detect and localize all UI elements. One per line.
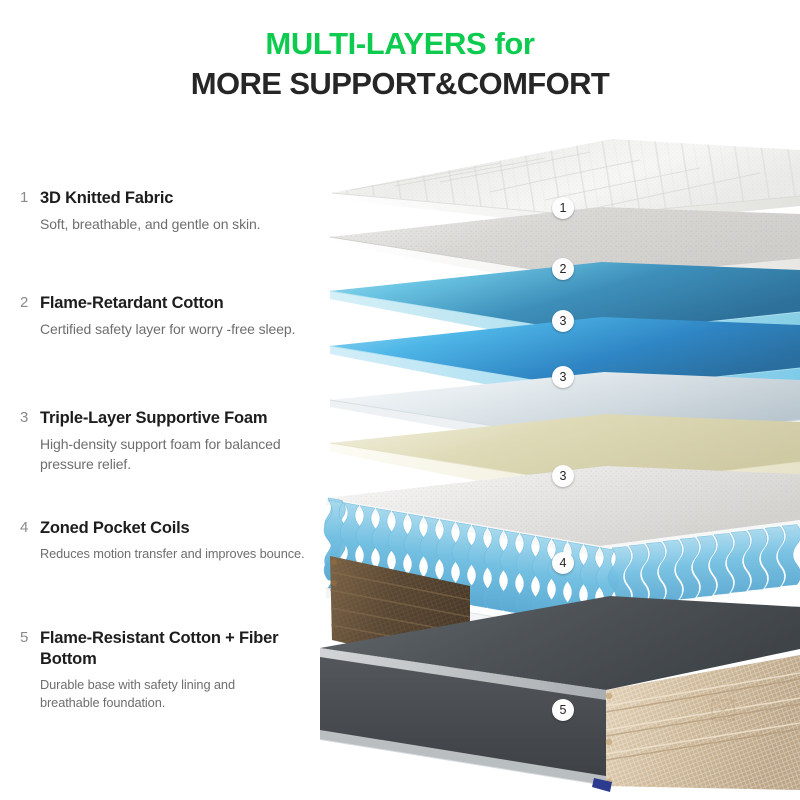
layer-badge-3-upper[interactable]: 3 [552, 310, 574, 332]
fiber-panel-tan [605, 655, 800, 790]
list-item-number: 1 [20, 189, 29, 206]
list-item-number: 4 [20, 519, 29, 536]
page-title: MULTI-LAYERS for MORE SUPPORT&COMFORT [0, 24, 800, 104]
layer-3d-knitted-fabric [331, 139, 800, 227]
list-item-number: 3 [20, 409, 29, 426]
layer-badge-5[interactable]: 5 [552, 699, 574, 721]
list-item-description: Durable base with safety lining and brea… [40, 677, 235, 710]
list-item-title: Flame-Resistant Cotton + Fiber Bottom [40, 629, 279, 668]
list-item-4: 4 Zoned Pocket Coils Reduces motion tran… [0, 518, 330, 563]
list-item-title: Zoned Pocket Coils [40, 519, 190, 537]
list-item-description: Reduces motion transfer and improves bou… [40, 546, 305, 561]
list-item-1: 1 3D Knitted Fabric Soft, breathable, an… [0, 188, 330, 235]
list-item-number: 5 [20, 629, 29, 646]
layer-badge-4[interactable]: 4 [552, 552, 574, 574]
list-item-description: Soft, breathable, and gentle on skin. [40, 216, 261, 232]
list-item-number: 2 [20, 294, 29, 311]
list-item-5: 5 Flame-Resistant Cotton + Fiber Bottom … [0, 628, 280, 712]
title-line-main: MORE SUPPORT&COMFORT [190, 66, 610, 101]
title-line-accent: MULTI-LAYERS for [265, 26, 535, 61]
list-item-3: 3 Triple-Layer Supportive Foam High-dens… [0, 408, 330, 474]
list-item-title: 3D Knitted Fabric [40, 189, 174, 207]
layer-fiber-bottom-base [320, 556, 800, 792]
list-item-description: Certified safety layer for worry -free s… [40, 321, 296, 337]
layer-badge-3-lower[interactable]: 3 [552, 366, 574, 388]
list-item-title: Triple-Layer Supportive Foam [40, 409, 268, 427]
list-item-2: 2 Flame-Retardant Cotton Certified safet… [0, 293, 330, 340]
layer-badge-1[interactable]: 1 [552, 197, 574, 219]
layer-badge-2[interactable]: 2 [552, 258, 574, 280]
layer-badge-3-memory[interactable]: 3 [552, 465, 574, 487]
list-item-description: High-density support foam for balanced p… [40, 436, 281, 472]
list-item-title: Flame-Retardant Cotton [40, 294, 224, 312]
